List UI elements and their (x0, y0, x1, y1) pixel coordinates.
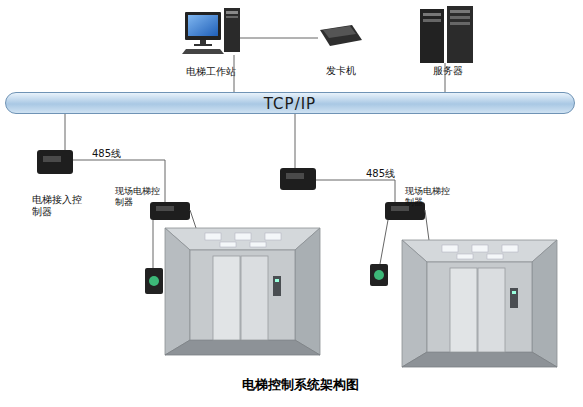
connector-line (73, 160, 165, 202)
pc-tower (224, 8, 240, 52)
device-label: 电梯工作站 (161, 66, 261, 78)
card-reader (370, 264, 388, 286)
connector-line (65, 114, 66, 150)
field-controller-node: 现场电梯控制器 (150, 202, 190, 220)
network-band: TCP/IP (5, 92, 575, 114)
wire-label: 485线 (366, 167, 395, 181)
screen (188, 15, 218, 36)
server-tower (420, 9, 444, 63)
device-label: 现场电梯控制器 (405, 186, 457, 208)
card-issuer-node: 发卡机 (318, 23, 363, 47)
device-label: 电梯接入控制器 (32, 194, 86, 218)
elevator-car (402, 240, 557, 367)
band-label: TCP/IP (6, 93, 574, 113)
workstation-node: 电梯工作站 (183, 8, 240, 55)
card-reader (145, 268, 163, 294)
field-controller-node: 现场电梯控制器 (385, 202, 425, 220)
server-node: 服务器 (420, 5, 475, 63)
device-label: 服务器 (415, 65, 480, 77)
connector-line (234, 55, 235, 92)
device-label: 发卡机 (308, 65, 373, 77)
access-controller-icon (37, 150, 73, 174)
server-tower (447, 6, 473, 63)
device-label: 现场电梯控制器 (115, 186, 167, 208)
figure-caption: 电梯控制系统架构图 (180, 376, 420, 394)
card-issuer-icon (320, 25, 362, 46)
access-controller-node: 电梯接入控制器 (37, 150, 73, 174)
access-controller-icon (280, 168, 316, 190)
field-controller-icon (150, 202, 190, 220)
monitor (185, 12, 221, 40)
keyboard (182, 49, 224, 54)
wire-label: 485线 (92, 147, 121, 161)
connector-line (240, 38, 318, 39)
elevator-car (165, 228, 320, 355)
connector-line (445, 63, 446, 92)
